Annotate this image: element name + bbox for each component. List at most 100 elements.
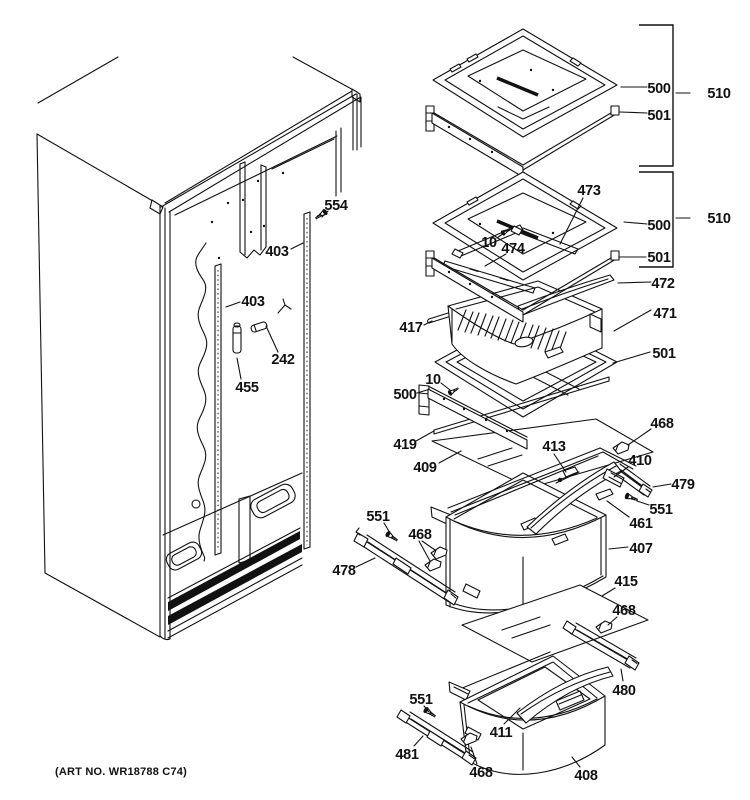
callout-472: 472 xyxy=(651,276,675,292)
callout-468: 468 xyxy=(408,527,432,543)
part-rail-474 xyxy=(442,260,536,294)
leader-line-409 xyxy=(438,450,462,464)
screw-551-icon xyxy=(624,492,639,501)
callout-500: 500 xyxy=(647,81,671,97)
leader-line-411 xyxy=(503,707,521,725)
part-clip-468-d xyxy=(460,732,478,746)
callout-478: 478 xyxy=(332,563,356,579)
leader-line-500 xyxy=(623,221,648,225)
group-bracket-510 xyxy=(639,171,674,268)
part-clip-468-c xyxy=(595,620,613,634)
leader-line-468 xyxy=(627,428,652,446)
callout-468: 468 xyxy=(469,765,493,781)
cabinet-drawing xyxy=(36,56,362,641)
part-455-plug xyxy=(232,322,242,354)
callout-242: 242 xyxy=(271,352,295,368)
part-shelf-frame-500-top xyxy=(432,28,618,138)
leader-line-551 xyxy=(383,522,391,534)
leader-line-468 xyxy=(418,540,431,562)
leader-line-500 xyxy=(416,389,428,394)
leader-line-10 xyxy=(496,232,505,239)
leader-line-481 xyxy=(413,735,424,747)
leader-line-413 xyxy=(553,453,567,473)
callout-413: 413 xyxy=(542,439,566,455)
leader-line-551 xyxy=(636,500,650,506)
leader-line-403 xyxy=(290,242,304,250)
part-clip-468-b2 xyxy=(424,558,442,572)
part-glass-shelf-501-second xyxy=(425,250,620,323)
base-recess-left xyxy=(165,541,203,571)
leader-line-479 xyxy=(652,483,672,488)
callout-411: 411 xyxy=(490,725,513,741)
leader-line-471 xyxy=(613,309,652,332)
callout-415: 415 xyxy=(614,574,638,590)
leader-line-403 xyxy=(225,301,241,308)
callout-468: 468 xyxy=(650,416,674,432)
callout-474: 474 xyxy=(501,241,525,257)
callout-468: 468 xyxy=(612,603,636,619)
callout-554: 554 xyxy=(324,198,348,214)
callout-473: 473 xyxy=(577,183,601,199)
part-clip-413 xyxy=(555,466,580,484)
part-pan-471 xyxy=(447,280,603,385)
callout-10: 10 xyxy=(481,235,497,251)
leader-line-461 xyxy=(606,500,630,518)
leader-line-419 xyxy=(415,430,435,442)
art-number: (ART NO. WR18788 C74) xyxy=(55,766,187,778)
part-slide-478 xyxy=(353,527,459,606)
leader-line-478 xyxy=(355,557,376,568)
part-trim-419 xyxy=(433,376,610,435)
callout-409: 409 xyxy=(413,460,437,476)
leader-line-407 xyxy=(608,546,629,550)
callout-407: 407 xyxy=(629,541,653,557)
leader-line-474 xyxy=(484,253,507,267)
leader-line-417 xyxy=(423,320,433,326)
leader-line-468 xyxy=(470,746,478,765)
callout-408: 408 xyxy=(574,768,598,784)
leader-line-551 xyxy=(423,705,430,713)
part-shelf-frame-500-second xyxy=(432,171,618,294)
leader-line-473 xyxy=(559,197,584,245)
callout-501: 501 xyxy=(647,250,671,266)
callout-403: 403 xyxy=(241,294,265,310)
rail-403-left xyxy=(214,263,222,556)
leader-line-468 xyxy=(421,540,436,551)
part-front-apron-500 xyxy=(418,384,528,450)
callout-551: 551 xyxy=(409,692,433,708)
group-bracket-510 xyxy=(639,24,674,167)
callout-410: 410 xyxy=(628,453,652,469)
callout-551: 551 xyxy=(649,502,673,518)
part-clip-468-b1 xyxy=(430,546,448,560)
callout-551: 551 xyxy=(366,509,390,525)
part-242-bushing xyxy=(250,298,292,333)
screw-551-icon xyxy=(385,530,398,542)
part-glass-415 xyxy=(461,584,649,663)
water-tube xyxy=(195,242,208,562)
leader-line-554 xyxy=(321,210,329,218)
callout-471: 471 xyxy=(653,306,677,322)
callout-500: 500 xyxy=(647,218,671,234)
part-drawer-408 xyxy=(448,651,614,775)
screw-10-icon xyxy=(500,227,512,236)
part-rail-473 xyxy=(451,224,579,259)
leader-line-468 xyxy=(607,616,618,626)
callout-480: 480 xyxy=(612,683,636,699)
callout-419: 419 xyxy=(393,437,417,453)
leader-line-242 xyxy=(265,325,279,353)
leader-line-480 xyxy=(620,668,624,682)
base-recess-right xyxy=(250,483,296,519)
callout-510: 510 xyxy=(707,86,731,102)
callout-500: 500 xyxy=(393,387,417,403)
part-handle-411 xyxy=(516,666,614,724)
callout-510: 510 xyxy=(707,211,731,227)
part-slide-479 xyxy=(613,463,653,498)
leader-line-415 xyxy=(601,587,616,597)
leader-line-472 xyxy=(617,281,652,284)
part-slide-481 xyxy=(396,709,477,766)
rail-403-right xyxy=(303,211,311,550)
leader-line-501 xyxy=(612,351,651,364)
leader-line-455 xyxy=(236,357,242,380)
